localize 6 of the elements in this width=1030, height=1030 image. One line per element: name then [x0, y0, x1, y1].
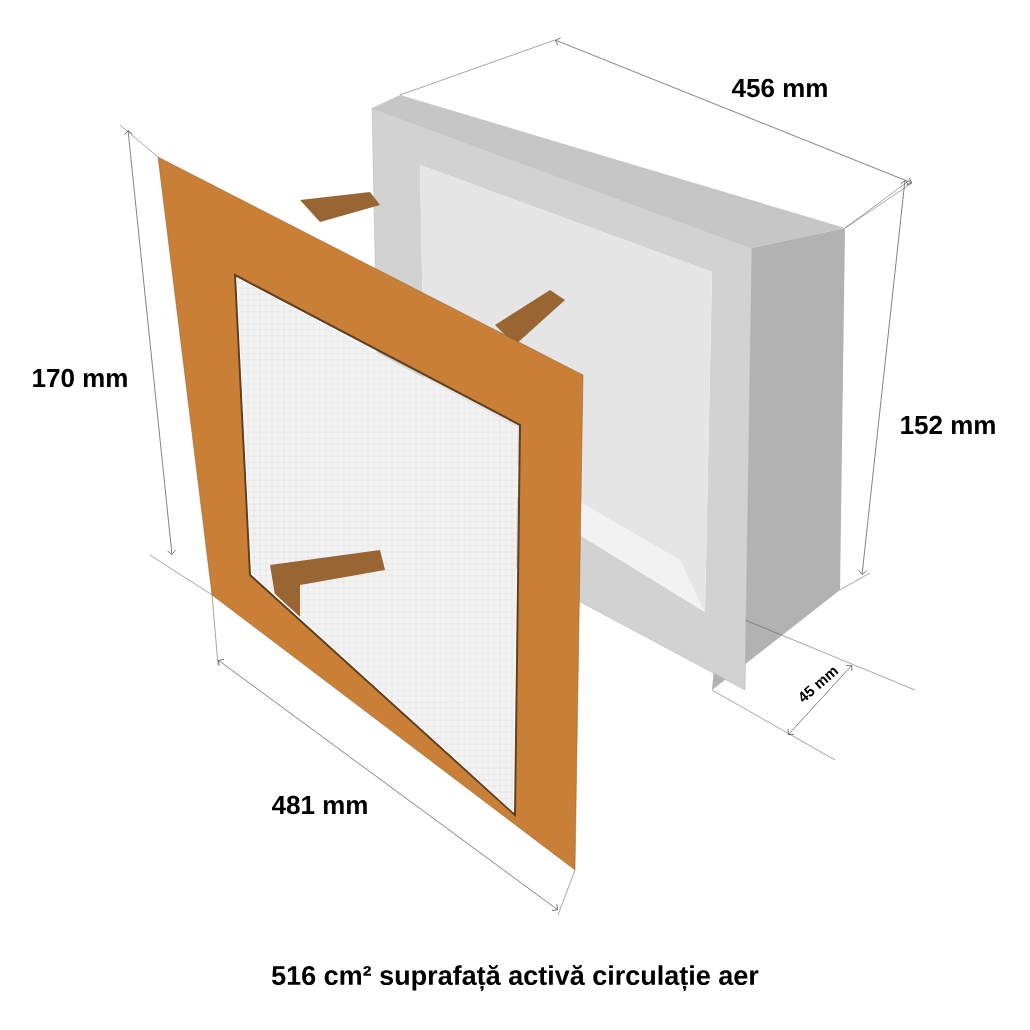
caption: 516 cm² suprafață activă circulație aer: [271, 964, 759, 992]
dimension-label: 481 mm: [272, 795, 367, 815]
dimension-label: 170 mm: [33, 368, 127, 388]
dimension-label: 456 mm: [732, 78, 827, 98]
dimension-label: 152 mm: [901, 415, 995, 435]
dimension-label: 45 mm: [800, 667, 839, 702]
